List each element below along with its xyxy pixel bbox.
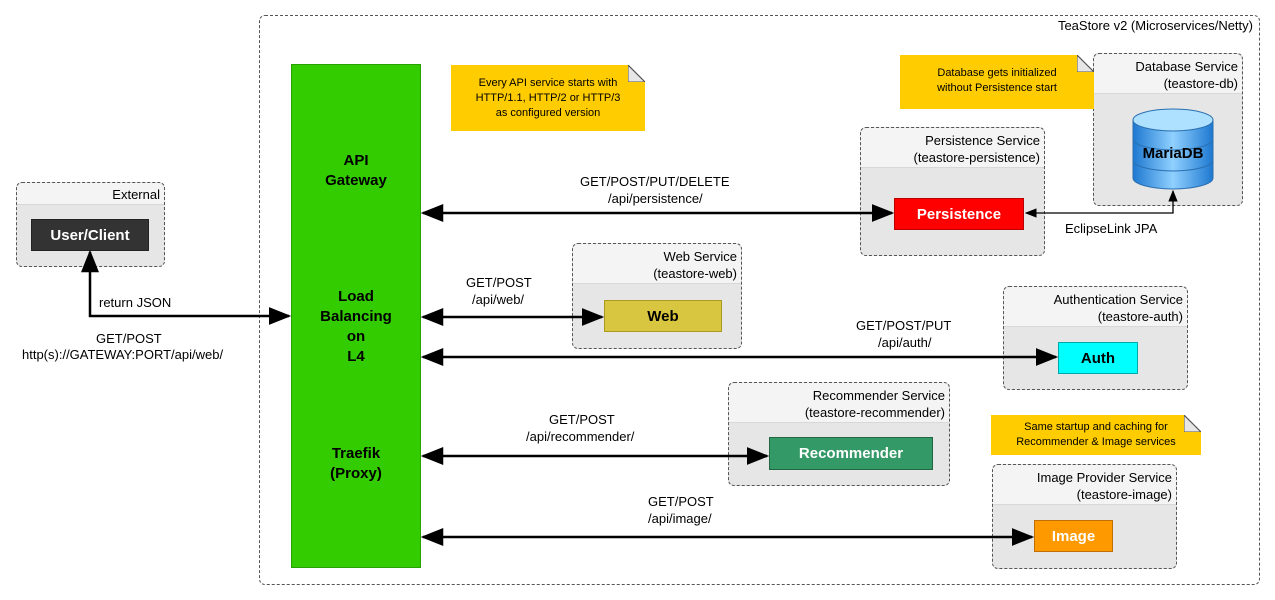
recommender-node[interactable]: Recommender xyxy=(769,437,933,470)
persistence-route-line1: GET/POST/PUT/DELETE xyxy=(580,174,730,189)
auth-title-line1: Authentication Service xyxy=(1053,292,1183,307)
persistence-service-box: Persistence Service (teastore-persistenc… xyxy=(860,127,1045,256)
auth-route-line1: GET/POST/PUT xyxy=(856,318,952,333)
recommender-title-line2: (teastore-recommender) xyxy=(804,405,945,420)
web-route-line2: /api/web/ xyxy=(472,292,525,307)
database-cylinder-icon[interactable] xyxy=(1131,108,1215,192)
api-version-note: Every API service starts with HTTP/1.1, … xyxy=(451,65,645,131)
client-request-url: http(s)://GATEWAY:PORT/api/web/ xyxy=(22,347,224,362)
cache-note: Same startup and caching for Recommender… xyxy=(991,415,1201,455)
cache-note-fold xyxy=(1184,415,1201,432)
recommender-route-line2: /api/recommender/ xyxy=(526,429,635,444)
persistence-node[interactable]: Persistence xyxy=(894,198,1024,230)
recommender-route-line1: GET/POST xyxy=(549,412,615,427)
database-title-line1: Database Service xyxy=(1135,59,1238,74)
persistence-title-line1: Persistence Service xyxy=(925,133,1040,148)
auth-title-line2: (teastore-auth) xyxy=(1097,309,1183,324)
api-gateway[interactable]: API Gateway Load Balancing on L4 Traefik… xyxy=(291,64,421,568)
user-client-node[interactable]: User/Client xyxy=(31,219,149,251)
persistence-db-arrow xyxy=(1024,189,1178,218)
proxy-label-line1: Traefik xyxy=(331,445,381,462)
container-title: TeaStore v2 (Microservices/Netty) xyxy=(1057,18,1253,33)
gateway-label-line2: Gateway xyxy=(325,172,387,189)
eclipselink-jpa-label: EclipseLink JPA xyxy=(1065,221,1158,236)
db-init-note: Database gets initialized without Persis… xyxy=(900,55,1094,109)
persistence-route-line2: /api/persistence/ xyxy=(608,191,703,206)
lb-label-line3: on xyxy=(346,328,366,345)
auth-node[interactable]: Auth xyxy=(1058,342,1138,374)
mariadb-label: MariaDB xyxy=(1142,145,1204,162)
api-note-fold xyxy=(628,65,645,82)
lb-label-line1: Load xyxy=(338,288,374,305)
proxy-label-line2: (Proxy) xyxy=(330,465,382,482)
auth-route-line2: /api/auth/ xyxy=(878,335,932,350)
image-route-line1: GET/POST xyxy=(648,494,714,509)
web-title-line1: Web Service xyxy=(663,249,737,264)
image-route-line2: /api/image/ xyxy=(648,511,712,526)
lb-label-line2: Balancing xyxy=(320,308,392,325)
web-route-line1: GET/POST xyxy=(466,275,532,290)
image-title-line2: (teastore-image) xyxy=(1076,487,1172,502)
web-title-line2: (teastore-web) xyxy=(653,266,737,281)
gateway-label-line1: API xyxy=(343,152,369,169)
db-note-fold xyxy=(1077,55,1094,72)
database-title-line2: (teastore-db) xyxy=(1163,76,1238,91)
web-node[interactable]: Web xyxy=(604,300,722,332)
image-title-line1: Image Provider Service xyxy=(1036,470,1172,485)
external-title: External xyxy=(112,187,160,202)
client-gateway-arrow xyxy=(81,249,292,325)
recommender-title-line1: Recommender Service xyxy=(812,388,945,403)
lb-label-line4: L4 xyxy=(347,348,365,365)
client-request-method: GET/POST xyxy=(96,331,162,346)
image-node[interactable]: Image xyxy=(1034,520,1113,552)
persistence-title-line2: (teastore-persistence) xyxy=(913,150,1040,165)
auth-service-box: Authentication Service (teastore-auth) xyxy=(1003,286,1188,390)
